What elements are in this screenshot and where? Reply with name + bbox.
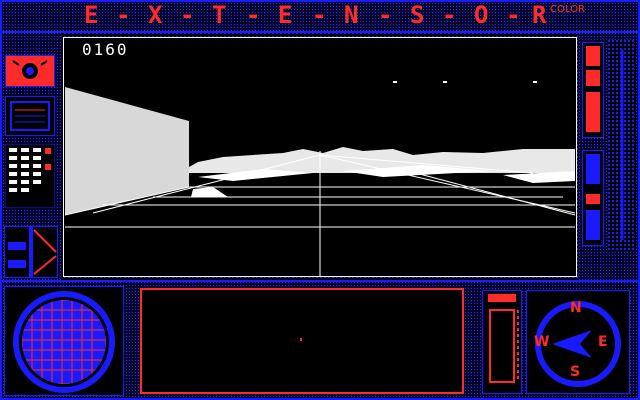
scanner-screen [140,288,464,394]
title-letter: N [344,1,359,29]
alarm-light-icon [5,55,55,87]
title-letter: T [212,1,227,29]
title-letter: - [116,1,131,29]
title-suffix: COLOR [550,4,585,15]
gauge-panel [4,226,58,278]
title-letter: - [506,1,521,29]
floor-grid [64,151,576,277]
shield-gauge [582,150,604,246]
title-letter: O [474,1,489,29]
title-letter: S [410,1,425,29]
title-letter: E [278,1,293,29]
readout-panel [5,144,55,208]
title-letter: - [312,1,327,29]
compass-south: S [570,364,581,380]
left-wall [65,87,189,215]
compass-west: W [534,334,550,350]
compass-north: N [570,300,582,316]
radar-grid-icon [4,286,124,396]
title-letter: X [148,1,163,29]
monitor-panel [5,96,55,136]
title-letter: - [180,1,195,29]
compass-icon [526,290,630,394]
title-letter: - [378,1,393,29]
compass-east: E [598,334,608,350]
title-letter: R [532,1,547,29]
score-display: 0160 [82,40,129,59]
title-letter: - [442,1,457,29]
throttle-gauge[interactable] [482,290,522,394]
title-letter: - [246,1,261,29]
main-viewport[interactable] [63,37,577,277]
floor-tiles [191,165,575,197]
energy-gauge [582,42,604,138]
title-letter: E [84,1,99,29]
side-strip [608,40,636,250]
distant-objects [393,81,537,83]
